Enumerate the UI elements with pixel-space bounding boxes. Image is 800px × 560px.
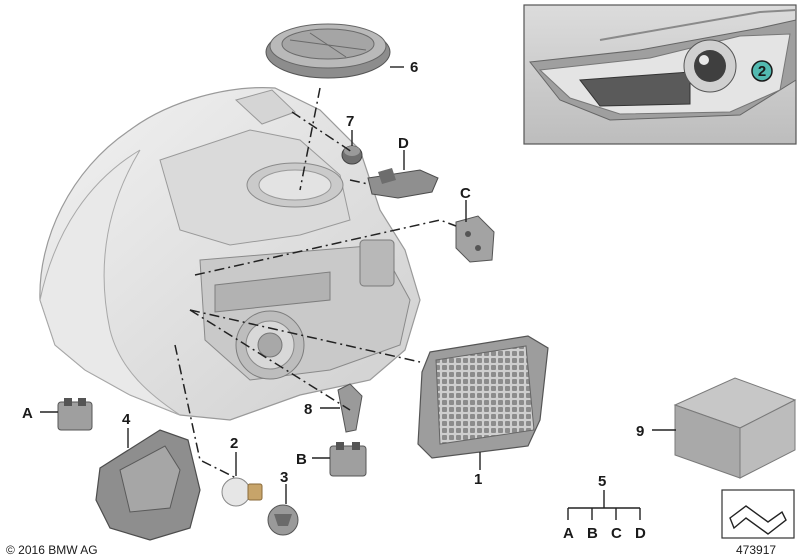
- connection-lines: [174, 87, 457, 479]
- callout-1: 1: [474, 471, 482, 488]
- callout-7: 7: [346, 113, 354, 130]
- callout-8: 8: [304, 401, 312, 418]
- callout-d: D: [398, 135, 409, 152]
- part-8-small-bracket: [337, 383, 363, 433]
- part-3-socket: [267, 504, 299, 536]
- diagram-number-box: 473917: [721, 489, 795, 557]
- part-4-housing: [95, 429, 201, 541]
- callout-6: 6: [410, 59, 418, 76]
- tree-label-d: D: [635, 525, 646, 542]
- part-b-clip: [329, 442, 367, 477]
- tree-label-a: A: [563, 525, 574, 542]
- tree-label-b: B: [587, 525, 598, 542]
- headlight-assembly: [39, 87, 421, 421]
- callout-3: 3: [280, 469, 288, 486]
- callout-b: B: [296, 451, 307, 468]
- part-1-control-unit: [417, 335, 549, 459]
- leader-lines: [40, 66, 676, 504]
- callout-c: C: [460, 185, 471, 202]
- tree-label-c: C: [611, 525, 622, 542]
- part-2-bulb: [221, 477, 263, 507]
- inset-marker-2: 2: [751, 60, 773, 82]
- inset-vehicle-view: [523, 4, 797, 145]
- copyright-text: © 2016 BMW AG: [6, 543, 98, 557]
- part-a-clip: [57, 398, 93, 431]
- svg-text:2: 2: [758, 63, 766, 80]
- part-9-repair-kit-box: [673, 377, 797, 479]
- callout-5: 5: [598, 473, 606, 490]
- diagram-number: 473917: [736, 543, 776, 557]
- callout-9: 9: [636, 423, 644, 440]
- part-7-plug: [341, 145, 363, 165]
- callout-4: 4: [122, 411, 131, 428]
- set-tree-5: 5 A B C D: [563, 473, 646, 542]
- part-6-cover-cap: [265, 23, 391, 79]
- callout-a: A: [22, 405, 33, 422]
- part-d-holder: [367, 168, 439, 199]
- callout-2: 2: [230, 435, 238, 452]
- part-c-bracket: [455, 215, 495, 263]
